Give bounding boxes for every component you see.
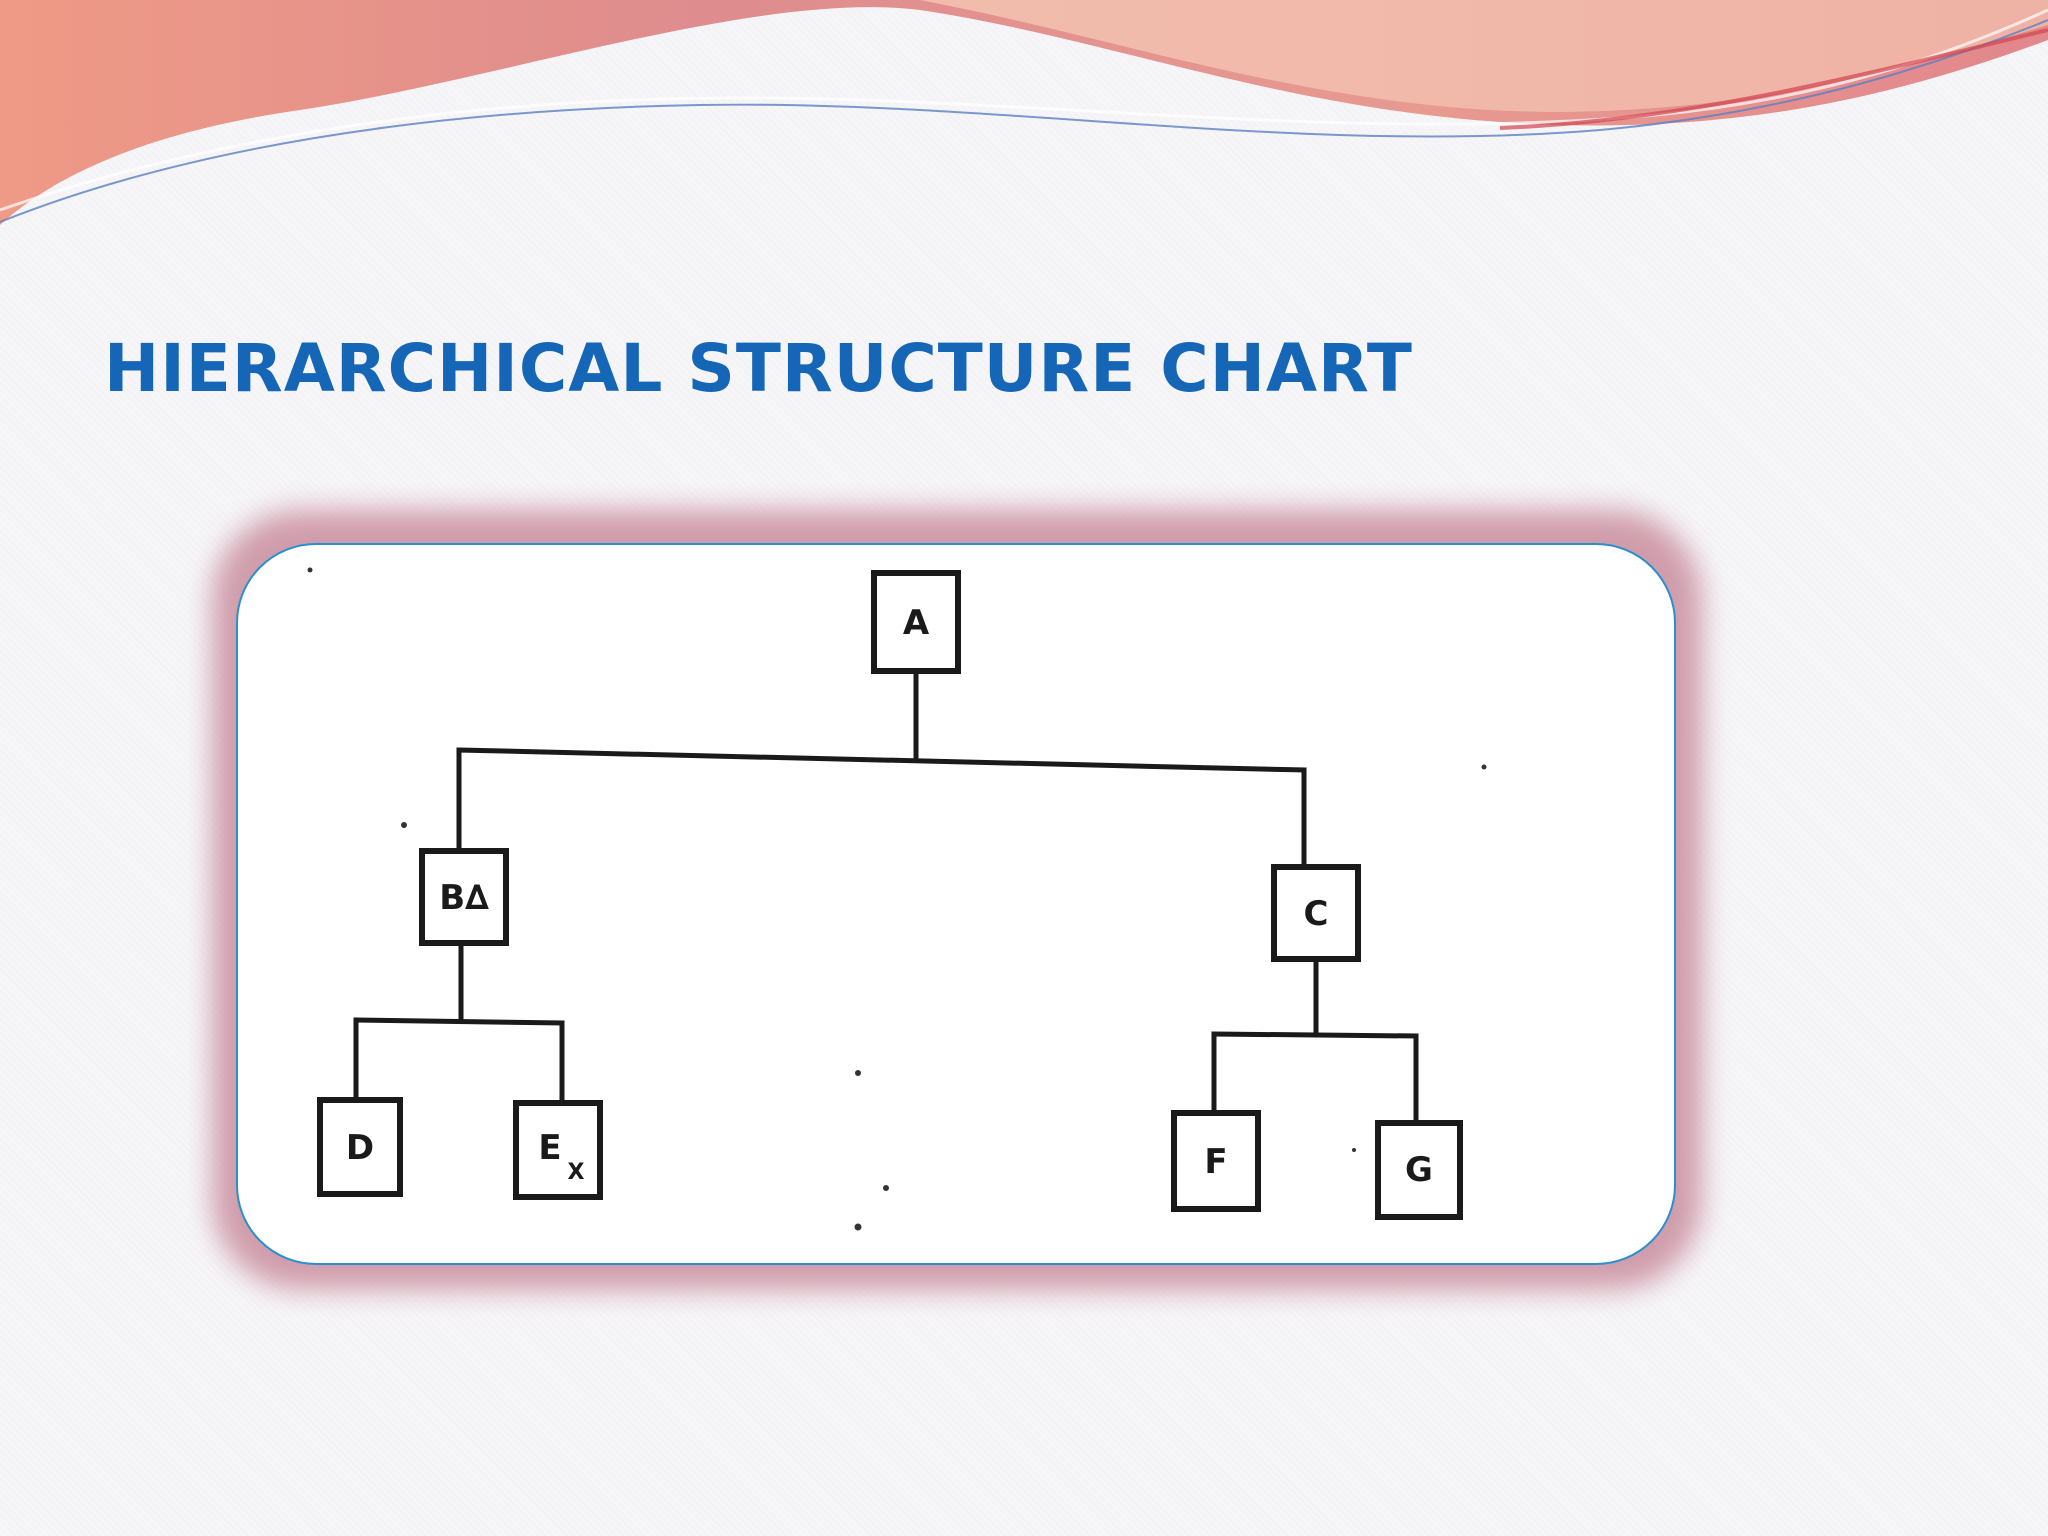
node-box-e xyxy=(513,1100,603,1200)
node-sublabel-e: X xyxy=(568,1160,585,1185)
edge-top-bus xyxy=(456,747,1307,773)
scan-speck xyxy=(1481,764,1487,770)
node-box-c xyxy=(1271,864,1361,962)
node-box-d xyxy=(317,1097,403,1197)
node-label-f: F xyxy=(1204,1142,1227,1182)
scan-speck xyxy=(883,1185,889,1191)
node-label-b: B∆ xyxy=(439,878,489,918)
edge-c-bus xyxy=(1211,1031,1419,1039)
node-label-e: E xyxy=(538,1128,561,1168)
scan-speck xyxy=(855,1070,861,1076)
hierarchy-diagram: A B∆ C D E X F G xyxy=(307,567,1487,1231)
scan-speck xyxy=(307,567,313,573)
node-box-g xyxy=(1375,1120,1463,1220)
scan-speck xyxy=(854,1223,862,1231)
scan-speck xyxy=(401,822,407,828)
node-label-c: C xyxy=(1304,894,1329,934)
node-box-a xyxy=(871,570,961,674)
node-label-g: G xyxy=(1405,1150,1433,1190)
node-box-f xyxy=(1171,1110,1261,1212)
slide-title: HIERARCHICAL STRUCTURE CHART xyxy=(104,330,1413,407)
edge-b-bus xyxy=(353,1017,565,1026)
diagram-frame: A B∆ C D E X F G xyxy=(236,543,1676,1265)
scan-speck xyxy=(1352,1148,1356,1152)
node-label-a: A xyxy=(903,603,930,643)
node-label-d: D xyxy=(346,1128,374,1168)
node-box-b xyxy=(419,848,509,946)
decorative-wave-banner xyxy=(0,0,2048,225)
